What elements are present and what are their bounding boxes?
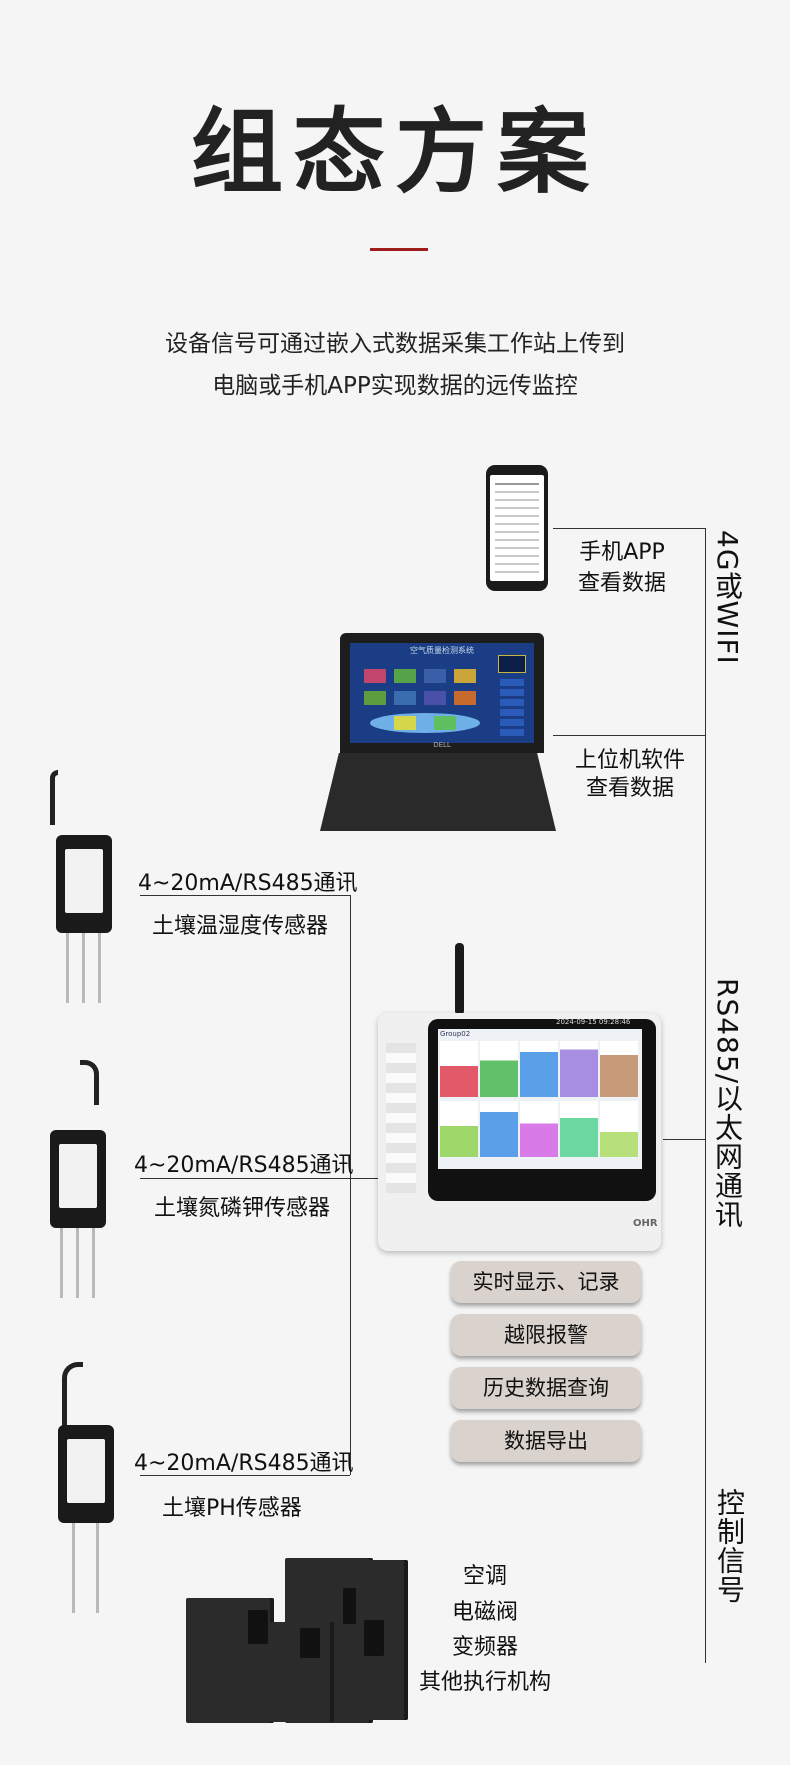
recorder-screen-time: 2024-09-15 09:28:46 xyxy=(556,1018,631,1026)
sensor-1-cable xyxy=(50,770,58,825)
subtitle-line-1: 设备信号可通过嵌入式数据采集工作站上传到 xyxy=(165,331,625,357)
phone-image xyxy=(486,465,548,591)
actuator-other: 其他执行机构 xyxy=(418,1670,551,1695)
laptop-image: 空气质量检测系统 DELL xyxy=(340,633,544,753)
sensor-2-name: 土壤氮磷钾传感器 xyxy=(154,1196,331,1221)
laptop-screen: 空气质量检测系统 xyxy=(350,643,534,743)
sensor-1-connector xyxy=(140,895,350,896)
actuator-air-conditioner: 空调 xyxy=(462,1564,507,1589)
control-signal-label: 控制信号 xyxy=(713,1488,746,1604)
laptop-keyboard xyxy=(320,753,556,831)
data-recorder-image: Group02 2024-09-15 09:28:46 OHR xyxy=(378,1013,661,1251)
feature-alarm: 越限报警 xyxy=(451,1314,641,1356)
sensor-2-image xyxy=(50,1130,106,1298)
feature-history: 历史数据查询 xyxy=(451,1367,641,1409)
sensor-bus-line xyxy=(350,895,351,1475)
recorder-bezel: Group02 2024-09-15 09:28:46 xyxy=(428,1018,656,1201)
phone-app-label-1: 手机APP xyxy=(579,540,665,565)
sensor-3-name: 土壤PH传感器 xyxy=(162,1496,302,1521)
recorder-screen-group: Group02 xyxy=(440,1030,471,1038)
page-title: 组态方案 xyxy=(190,99,599,206)
actuator-solenoid-valve: 电磁阀 xyxy=(451,1600,518,1625)
feature-realtime: 实时显示、记录 xyxy=(451,1261,641,1303)
sensor-2-connector xyxy=(140,1178,378,1179)
inverter-left xyxy=(186,1598,274,1723)
laptop-screen-title: 空气质量检测系统 xyxy=(410,646,474,655)
inverter-small-front xyxy=(270,1622,334,1722)
laptop-connector xyxy=(553,735,705,736)
feature-export: 数据导出 xyxy=(451,1420,641,1462)
phone-app-label-2: 查看数据 xyxy=(577,571,666,596)
inverter-right xyxy=(356,1560,408,1720)
title-underline xyxy=(370,248,428,251)
sensor-3-signal: 4~20mA/RS485通讯 xyxy=(134,1451,354,1476)
pc-software-label-1: 上位机软件 xyxy=(574,748,685,773)
sensor-2-signal: 4~20mA/RS485通讯 xyxy=(134,1153,354,1178)
recorder-screen: Group02 2024-09-15 09:28:46 xyxy=(438,1018,642,1169)
sensor-3-connector xyxy=(140,1475,350,1476)
sensor-3-cable xyxy=(62,1362,83,1437)
pc-software-label-2: 查看数据 xyxy=(585,776,674,801)
antenna xyxy=(455,943,464,1015)
wired-link-label: RS485/以太网通讯 xyxy=(711,978,744,1230)
wireless-link-label: 4G或WIFI xyxy=(711,530,744,665)
trunk-line xyxy=(705,528,706,1663)
sensor-1-signal: 4~20mA/RS485通讯 xyxy=(138,871,358,896)
sensor-2-cable xyxy=(80,1060,99,1105)
sensor-1-name: 土壤温湿度传感器 xyxy=(152,914,329,939)
sensor-1-image xyxy=(56,835,112,1003)
actuator-inverter: 变频器 xyxy=(451,1635,518,1660)
subtitle-line-2: 电脑或手机APP实现数据的远传监控 xyxy=(212,373,578,399)
recorder-brand: OHR xyxy=(633,1218,658,1229)
phone-screen xyxy=(490,475,544,581)
recorder-connector xyxy=(663,1139,705,1140)
sensor-3-image xyxy=(58,1425,114,1613)
laptop-brand: DELL xyxy=(433,741,451,749)
phone-connector xyxy=(553,528,705,529)
